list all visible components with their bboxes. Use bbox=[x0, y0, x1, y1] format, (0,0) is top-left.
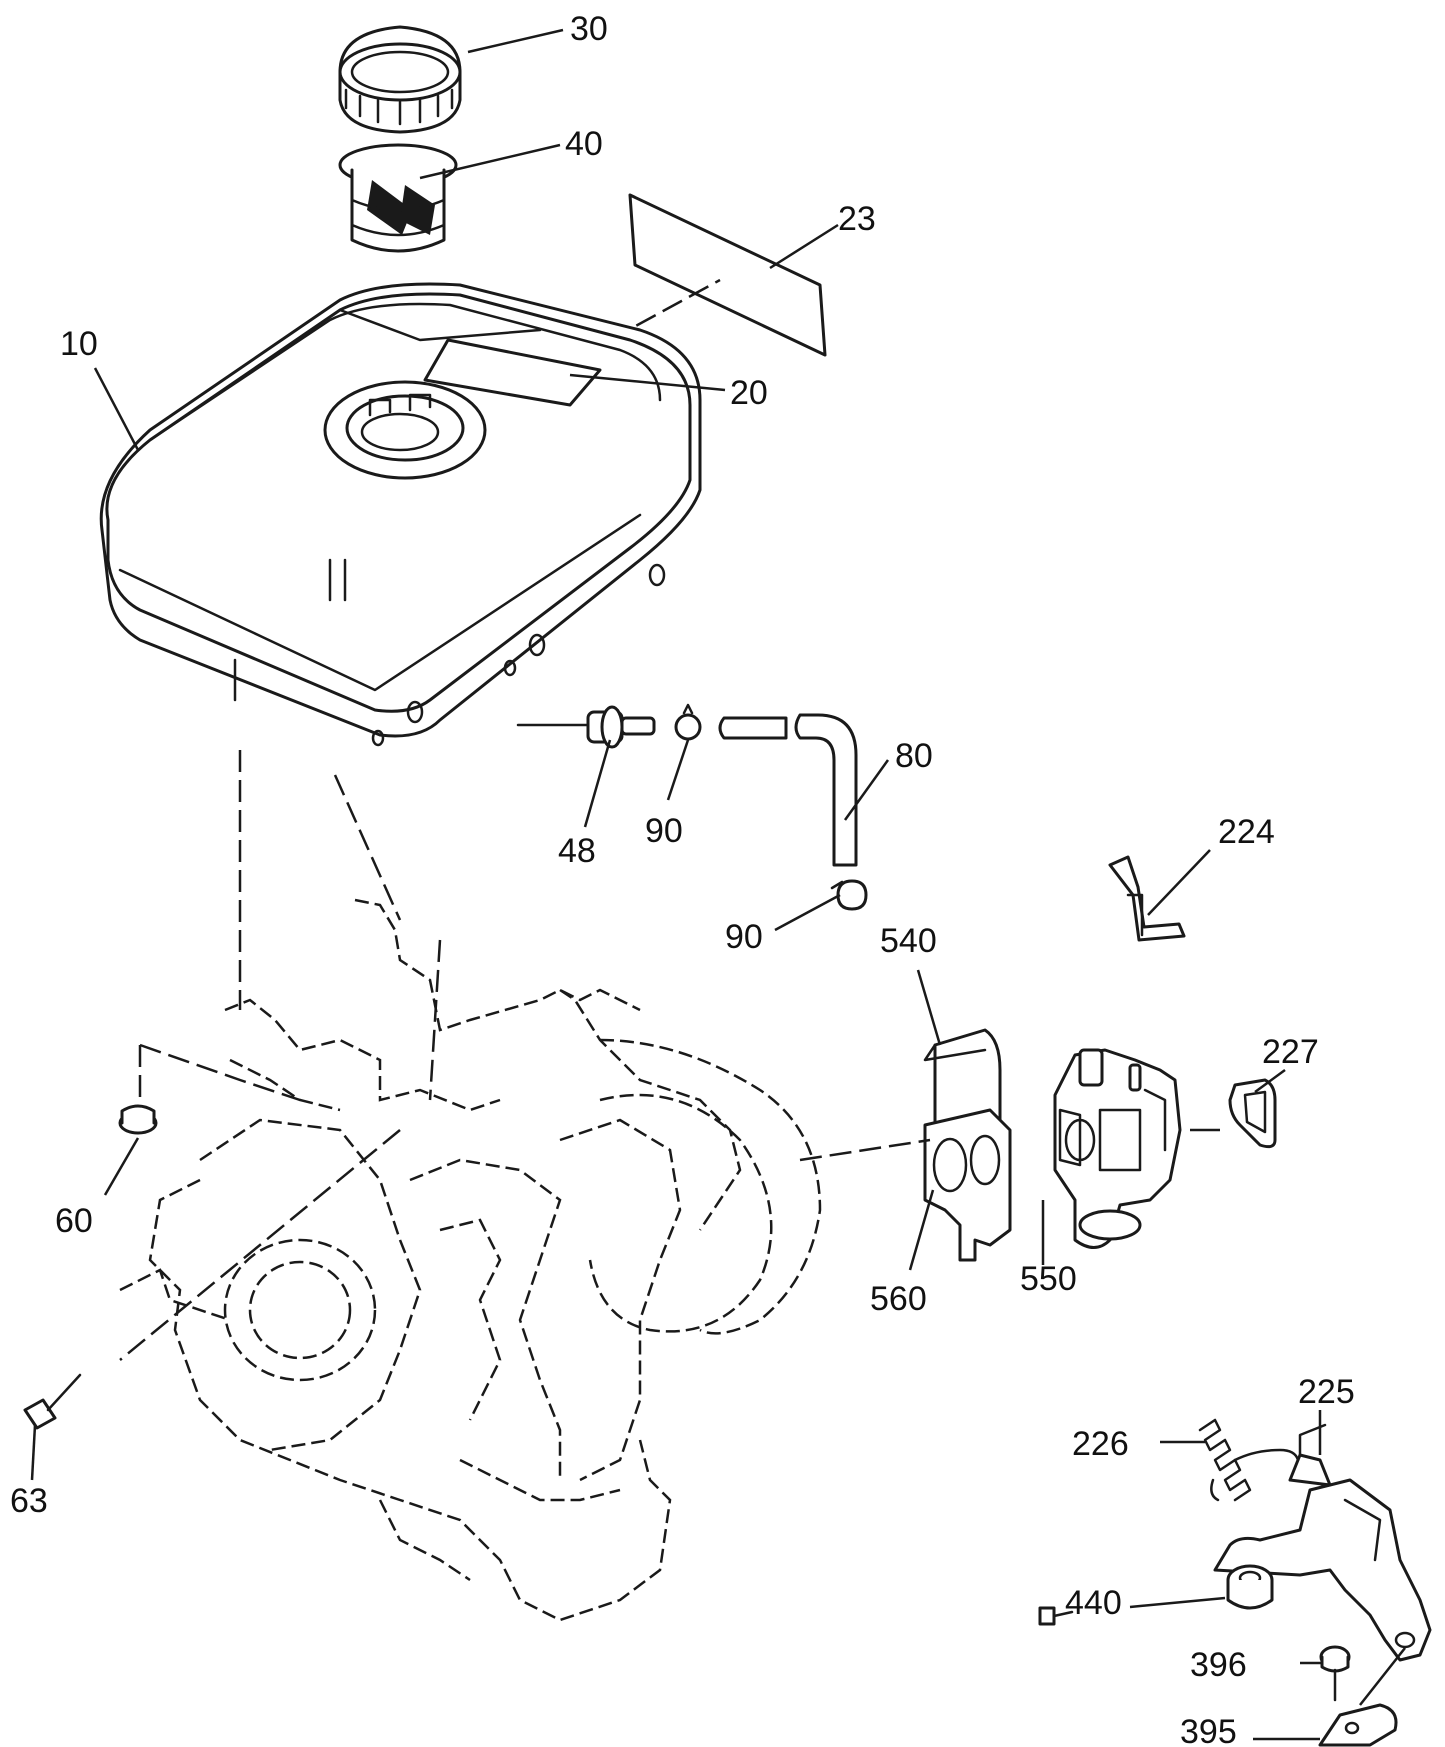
assembly-lines bbox=[119, 750, 931, 1361]
callout-550: 550 bbox=[1020, 1260, 1077, 1298]
cable-clamp bbox=[1318, 1703, 1398, 1747]
callout-225: 225 bbox=[1298, 1373, 1355, 1411]
callout-48: 48 bbox=[558, 832, 596, 870]
callout-20: 20 bbox=[730, 374, 768, 412]
control-bracket bbox=[1213, 1423, 1432, 1662]
fuel-tank bbox=[99, 282, 702, 747]
fuel-line bbox=[718, 713, 858, 867]
bracket-bushing bbox=[1226, 1564, 1274, 1610]
callout-10: 10 bbox=[60, 325, 98, 363]
callout-560: 560 bbox=[870, 1280, 927, 1318]
cable-clip-screw bbox=[1319, 1645, 1351, 1702]
flange-bolt bbox=[23, 1373, 82, 1430]
callout-395: 395 bbox=[1180, 1713, 1237, 1747]
callout-90-lower: 90 bbox=[725, 918, 763, 956]
callout-60: 60 bbox=[55, 1202, 93, 1240]
choke-lever bbox=[1108, 855, 1186, 942]
fuel-cap bbox=[338, 25, 462, 134]
callout-224: 224 bbox=[1218, 813, 1275, 851]
intake-gasket bbox=[923, 1108, 1012, 1262]
callout-40: 40 bbox=[565, 125, 603, 163]
callout-labels: 30 40 23 10 20 80 48 90 90 224 540 227 6… bbox=[10, 10, 1355, 1747]
callout-540: 540 bbox=[880, 922, 937, 960]
callout-63: 63 bbox=[10, 1482, 48, 1520]
callout-440: 440 bbox=[1065, 1584, 1122, 1622]
engine-block-outline bbox=[119, 898, 822, 1622]
callout-30: 30 bbox=[570, 10, 608, 48]
hose-clamp-upper bbox=[674, 703, 702, 741]
throttle-spring bbox=[1198, 1418, 1300, 1502]
callout-226: 226 bbox=[1072, 1425, 1129, 1463]
carburetor-gasket bbox=[1228, 1078, 1277, 1149]
flange-nut bbox=[118, 1104, 158, 1135]
callout-227: 227 bbox=[1262, 1033, 1319, 1071]
carburetor bbox=[1053, 1048, 1182, 1249]
callout-90-upper: 90 bbox=[645, 812, 683, 850]
callout-80: 80 bbox=[895, 737, 933, 775]
callout-23: 23 bbox=[838, 200, 876, 238]
bracket-screw bbox=[1038, 1606, 1074, 1626]
hose-clamp-lower bbox=[830, 879, 868, 911]
leader-lines bbox=[30, 28, 1406, 1741]
warning-label bbox=[628, 193, 827, 357]
fuel-strainer bbox=[338, 143, 458, 253]
callout-396: 396 bbox=[1190, 1646, 1247, 1684]
fuel-valve bbox=[516, 705, 656, 749]
